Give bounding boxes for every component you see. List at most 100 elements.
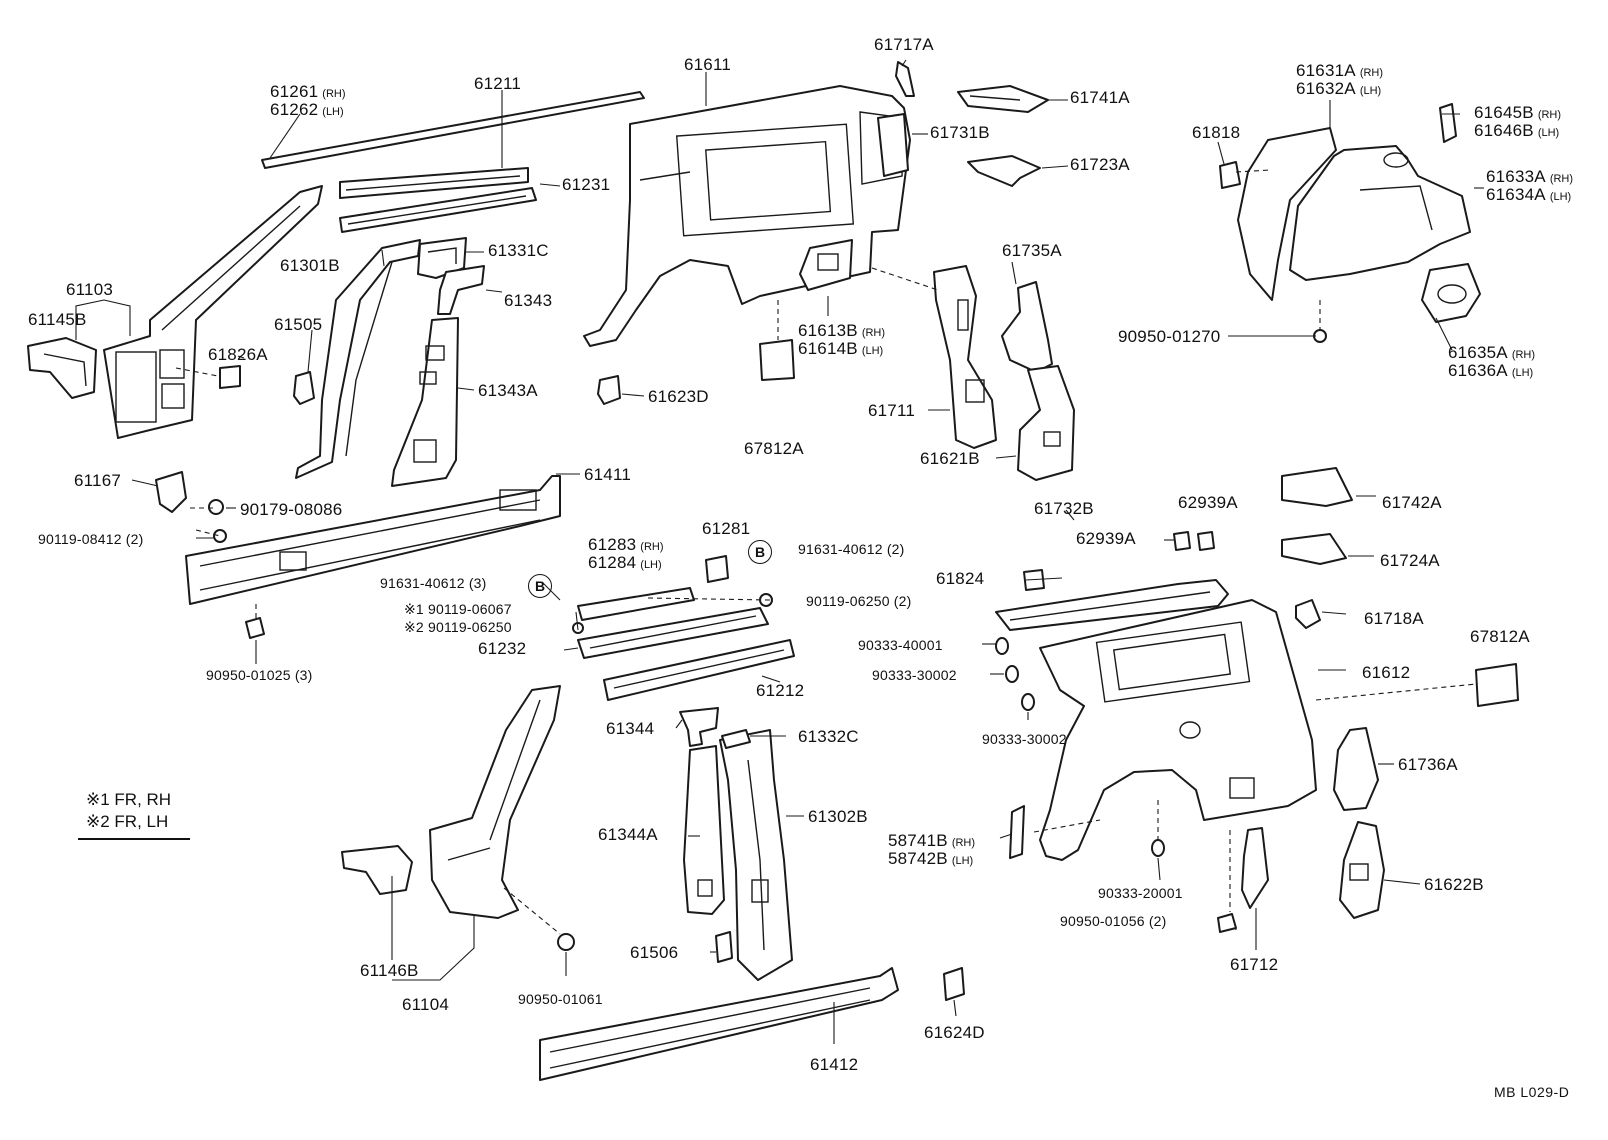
part-label-61281: 61281 [702, 519, 751, 538]
part-label-61632a: 61632A(LH) [1296, 79, 1382, 98]
part-label-61331c: 61331C [488, 241, 549, 260]
plug-90333-40001 [995, 637, 1009, 655]
part-label-61622b: 61622B [1424, 875, 1484, 894]
extension-61613b [799, 239, 853, 291]
gusset-61742a [1281, 467, 1353, 507]
part-label-90333-20001: 90333-20001 [1098, 885, 1183, 901]
part-label-61262: 61262(LH) [270, 100, 344, 119]
part-label-90950-01270: 90950-01270 [1118, 327, 1221, 346]
quarter-panel-61611 [583, 85, 911, 347]
brace-61735a [1001, 281, 1053, 373]
strip-58741b [1009, 805, 1025, 859]
bracket-61645b [1439, 103, 1457, 143]
part-label-61211: 61211 [474, 74, 522, 93]
part-label-90950-01061: 90950-01061 [518, 991, 603, 1007]
part-label-61712: 61712 [1230, 955, 1279, 974]
plug-62939a-right [1197, 531, 1215, 551]
pillar-61712 [1241, 827, 1269, 909]
part-label-90179-08086: 90179-08086 [240, 500, 343, 519]
part-label-61633a: 61633A(RH) [1486, 167, 1574, 186]
bracket-61624d [943, 967, 965, 1001]
part-label-61742a: 61742A [1382, 493, 1442, 512]
quarter-panel-61612 [1039, 599, 1317, 861]
center-pillar-lower-61302b [719, 729, 793, 981]
plug-61505 [293, 371, 315, 405]
part-label-61711: 61711 [868, 401, 916, 420]
footnote-fr-lh: ※2 FR, LH [86, 812, 169, 831]
pad-67812a-upper [759, 339, 795, 381]
part-label-61412: 61412 [810, 1055, 859, 1074]
gusset-61724a [1281, 533, 1347, 565]
part-label-61718a: 61718A [1364, 609, 1424, 628]
part-label-61145b: 61145B [28, 310, 87, 329]
part-label-61506: 61506 [630, 943, 679, 962]
part-label-61411: 61411 [584, 465, 632, 484]
bracket-61718a [1295, 599, 1321, 629]
bolt-90119-08412 [213, 529, 227, 543]
gusset-61723a [967, 155, 1041, 187]
part-label-61332c: 61332C [798, 727, 859, 746]
part-label-61635a: 61635A(RH) [1448, 343, 1536, 362]
leader-lines [75, 59, 1484, 1044]
part-label-61645b: 61645B(RH) [1474, 103, 1562, 122]
bracket-61717a [895, 61, 915, 97]
wheelhouse-outer-61631a [1237, 127, 1337, 301]
plate-61281 [705, 555, 729, 583]
plug-61506 [715, 931, 733, 963]
part-label-61624d: 61624D [924, 1023, 985, 1042]
part-label-61284: 61284(LH) [588, 553, 662, 572]
part-label-90333-30002-a: 90333-30002 [872, 667, 957, 683]
part-label-61612: 61612 [1362, 663, 1411, 682]
footnote-fr-rh: ※1 FR, RH [86, 790, 172, 809]
part-label-90333-30002-b: 90333-30002 [982, 731, 1067, 747]
pad-61826a [219, 365, 241, 389]
part-label-61723a: 61723A [1070, 155, 1130, 174]
part-label-61636a: 61636A(LH) [1448, 361, 1534, 380]
part-label-61611: 61611 [684, 55, 732, 74]
part-label-61735a: 61735A [1002, 241, 1062, 260]
part-label-61103: 61103 [66, 280, 114, 299]
part-label-61614b: 61614B(LH) [798, 339, 884, 358]
part-label-61344: 61344 [606, 719, 655, 738]
roof-side-rail-61732b [995, 579, 1229, 631]
part-label-61717a: 61717A [874, 35, 934, 54]
part-label-61646b: 61646B(LH) [1474, 121, 1560, 140]
assembly-dashes [175, 169, 1477, 935]
bracket-61731b [877, 113, 909, 177]
part-label-61302b: 61302B [808, 807, 868, 826]
part-label-62939a-left: 62939A [1076, 529, 1136, 548]
plug-90333-30002a [1005, 665, 1019, 683]
bracket-61623d [597, 375, 621, 405]
roof-rail-61231 [339, 187, 537, 233]
part-label-90119-06250-a: ※2 90119-06250 [404, 619, 512, 635]
part-label-90119-06250-b: 90119-06250 (2) [806, 593, 912, 609]
center-pillar-61301b [295, 239, 421, 479]
bracket-61283 [577, 587, 695, 621]
part-label-58742b: 58742B(LH) [888, 849, 974, 868]
panel-61621b [1017, 365, 1075, 481]
drawing-code: MB L029-D [1494, 1084, 1570, 1100]
part-label-61344a: 61344A [598, 825, 658, 844]
pillar-reinforcement-61343a [391, 317, 459, 487]
part-label-90119-06067: ※1 90119-06067 [404, 601, 512, 617]
part-label-61505: 61505 [274, 315, 323, 334]
part-label-90119-08412: 90119-08412 (2) [38, 531, 144, 547]
plug-90333-30002b [1021, 693, 1035, 711]
part-label-61232: 61232 [478, 639, 527, 658]
part-label-61634a: 61634A(LH) [1486, 185, 1572, 204]
bracket-61167 [155, 471, 187, 513]
part-label-61343: 61343 [504, 291, 553, 310]
brace-61344 [679, 707, 719, 747]
pillar-61711 [933, 265, 997, 449]
wheelhouse-inner-61633a [1289, 145, 1471, 281]
bracket-61635a [1421, 263, 1481, 323]
brace-61736a [1333, 727, 1379, 811]
part-label-90333-40001: 90333-40001 [858, 637, 943, 653]
part-label-61824: 61824 [936, 569, 985, 588]
part-label-61736a: 61736A [1398, 755, 1458, 774]
part-label-61732b: 61732B [1034, 499, 1094, 518]
rail-61232 [577, 607, 769, 659]
plug-90333-20001 [1151, 839, 1165, 857]
brace-61343 [437, 265, 485, 315]
part-label-91631-40612-2: 91631-40612 (2) [798, 541, 905, 557]
